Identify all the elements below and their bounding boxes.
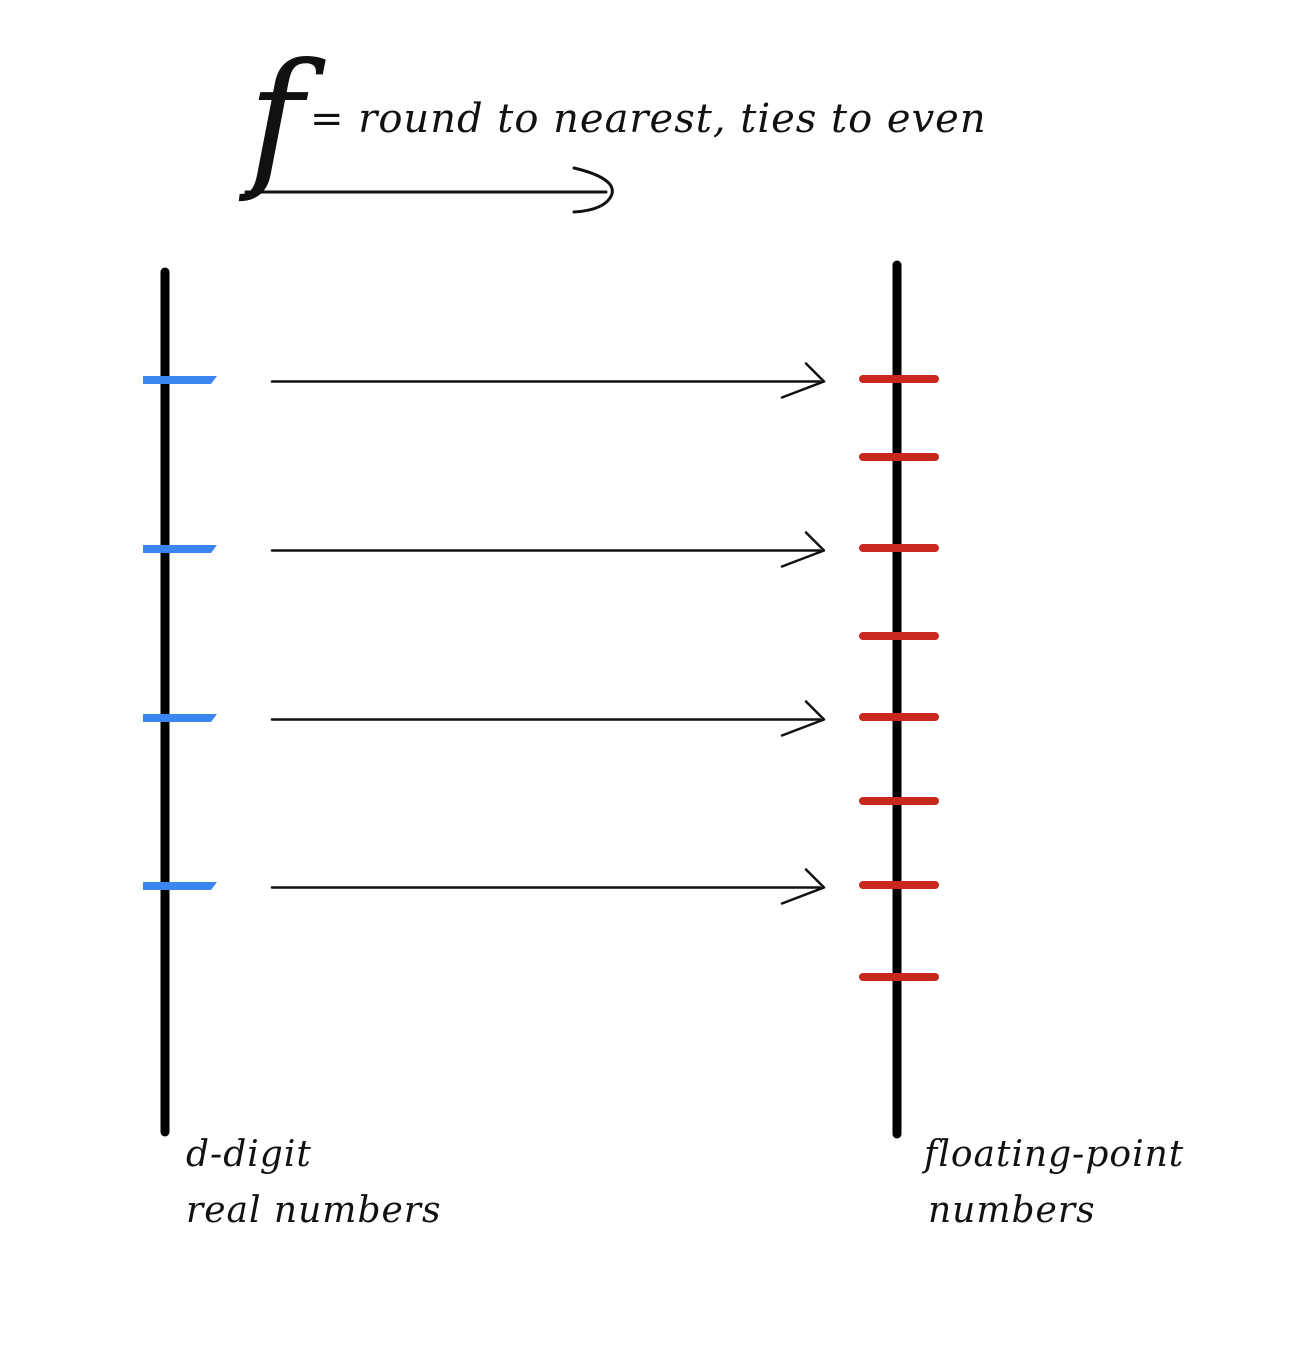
- title-equation: = round to nearest, ties to even: [310, 96, 987, 142]
- mapping-arrow: [270, 700, 826, 737]
- left-axis-ticks: [143, 376, 217, 890]
- right-label-line2: numbers: [928, 1190, 1096, 1231]
- mapping-arrow: [270, 362, 826, 399]
- left-tick: [143, 714, 217, 722]
- left-label-line1: d-digit: [186, 1134, 312, 1175]
- arrow-head: [780, 531, 826, 568]
- mapping-arrow: [270, 868, 826, 905]
- arrow-head: [780, 700, 826, 737]
- left-axis-label: d-digit real numbers: [186, 1134, 441, 1231]
- left-tick: [143, 376, 217, 384]
- right-axis-label: floating-point numbers: [921, 1134, 1184, 1231]
- right-axis-ticks: [859, 375, 939, 981]
- arrow-head: [780, 362, 826, 399]
- mapping-arrow: [270, 531, 826, 568]
- title-arrow-head: [572, 166, 614, 214]
- mapping-arrows: [270, 362, 826, 905]
- left-tick: [143, 545, 217, 553]
- arrow-head: [780, 868, 826, 905]
- left-label-line2: real numbers: [186, 1190, 441, 1231]
- left-tick: [143, 882, 217, 890]
- title-group: f = round to nearest, ties to even: [238, 32, 987, 214]
- right-label-line1: floating-point: [921, 1134, 1184, 1175]
